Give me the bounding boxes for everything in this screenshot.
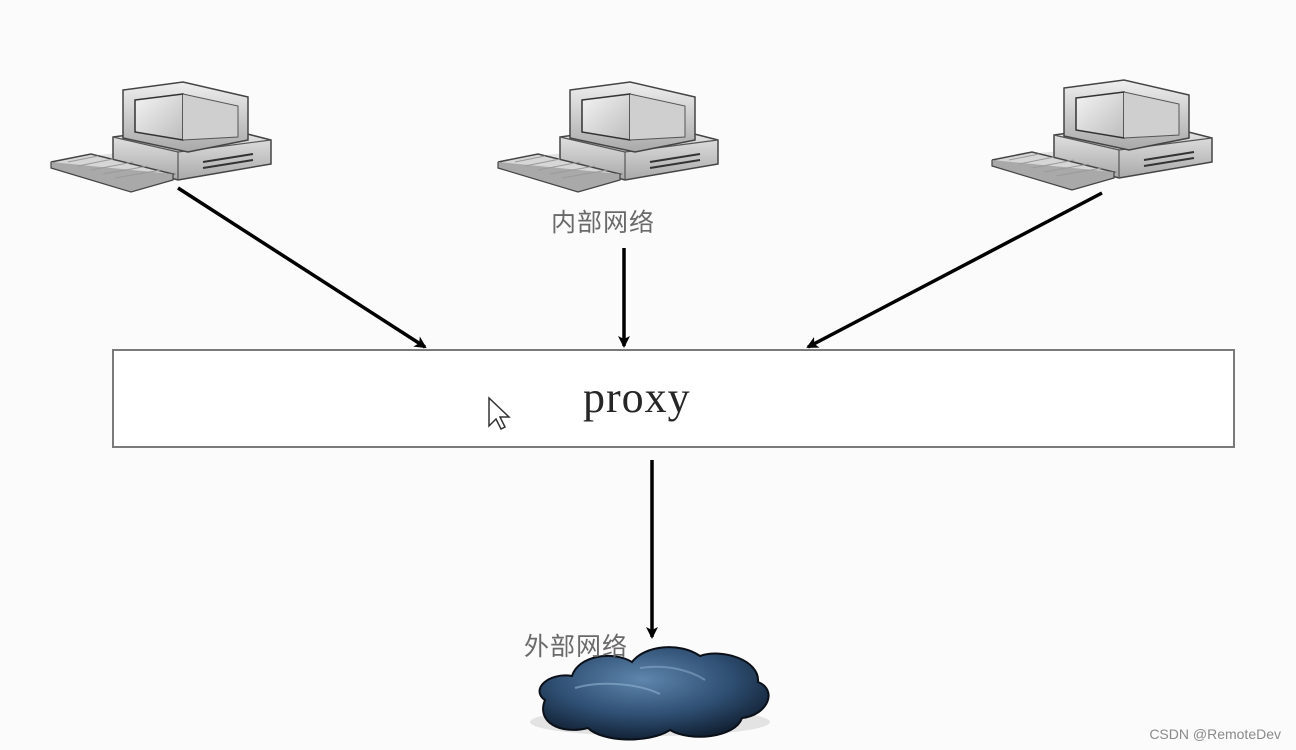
external-network-label: 外部网络	[524, 632, 629, 661]
computer-icon-right	[991, 79, 1213, 191]
mouse-cursor-icon	[488, 396, 511, 431]
watermark-text: CSDN @RemoteDev	[1149, 726, 1281, 742]
computer-icon-left	[50, 81, 272, 193]
internal-network-label: 内部网络	[551, 208, 656, 237]
arrow-right-to-proxy	[806, 191, 1103, 349]
proxy-label: proxy	[583, 373, 691, 422]
cloud-icon	[530, 646, 770, 741]
proxy-box	[112, 349, 1235, 448]
arrow-left-to-proxy	[177, 186, 427, 349]
computer-icon-middle	[497, 81, 719, 193]
